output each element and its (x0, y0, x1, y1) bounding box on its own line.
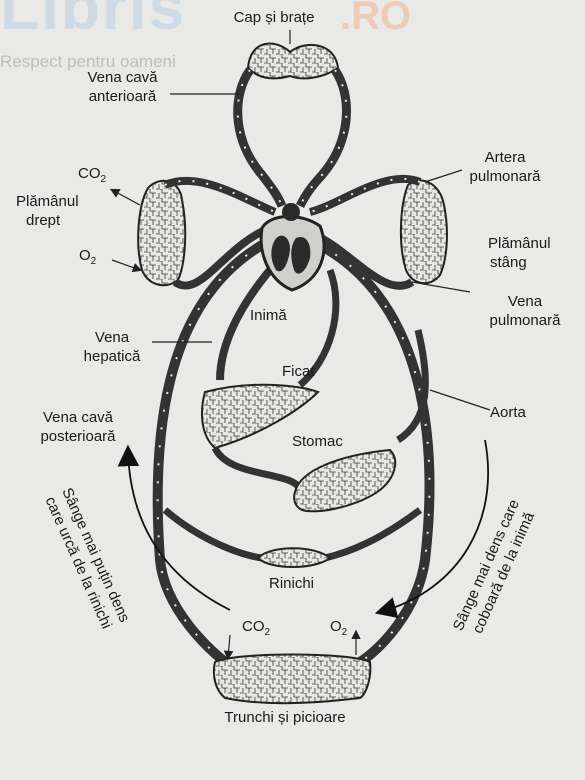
label-right-lung: Plămânul drept (16, 192, 79, 230)
kidney-organ (258, 548, 330, 567)
label-o2-left: O2 (79, 246, 96, 271)
label-pulmonary-artery: Artera pulmonară (460, 148, 550, 186)
blood-up-arrow (128, 450, 230, 610)
hepatic-vein-vessel (220, 270, 270, 380)
label-left-lung: Plămânul stâng (488, 234, 551, 272)
head-arms-organ (248, 44, 338, 79)
label-head-arms: Cap și brațe (214, 8, 334, 27)
right-lung-organ (138, 181, 185, 285)
label-kidney: Rinichi (269, 574, 314, 593)
left-lung-organ (401, 181, 447, 284)
label-pulmonary-vein: Vena pulmonară (470, 292, 580, 330)
label-vena-cava-posterior: Vena cavă posterioară (28, 408, 128, 446)
label-heart: Inimă (250, 306, 287, 325)
label-o2-bottom: O2 (330, 617, 347, 642)
head-artery-vessel (300, 70, 346, 206)
label-aorta: Aorta (490, 403, 526, 422)
label-liver: Ficat (282, 362, 315, 381)
trunk-legs-organ (214, 655, 370, 704)
heart-organ (261, 203, 324, 290)
label-co2-top: CO2 (78, 164, 106, 189)
label-hepatic-vein: Vena hepatică (72, 328, 152, 366)
stomach-organ (294, 450, 395, 511)
label-co2-bottom: CO2 (242, 617, 270, 642)
label-vena-cava-anterior: Vena cavă anterioară (75, 68, 170, 106)
label-stomach: Stomac (292, 432, 343, 451)
vena-cava-anterior-vessel (238, 70, 282, 206)
label-trunk-legs: Trunchi și picioare (200, 708, 370, 727)
